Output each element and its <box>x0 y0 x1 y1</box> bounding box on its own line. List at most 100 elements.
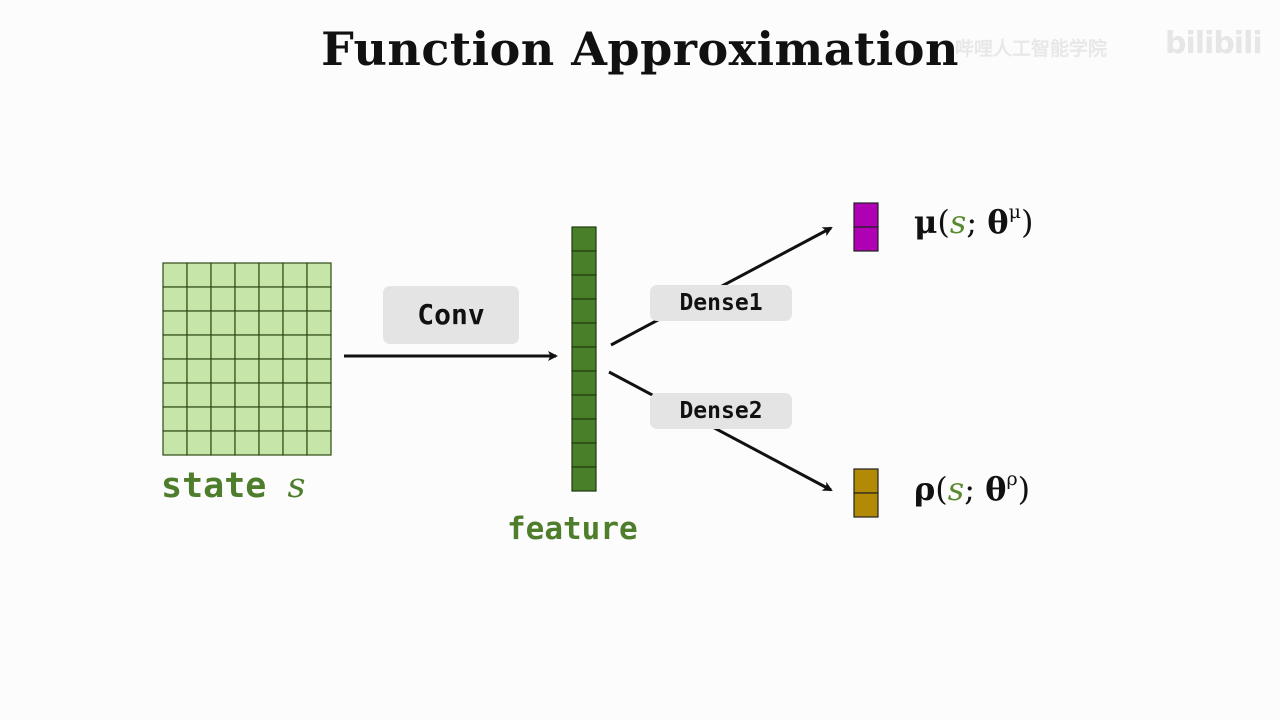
rho-vector-cell <box>853 492 879 518</box>
state-grid-cell <box>162 286 188 312</box>
feature-vector-cell <box>571 298 597 324</box>
mu-vector-cell <box>853 226 879 252</box>
state-grid-cell <box>186 310 212 336</box>
state-grid-cell <box>210 382 236 408</box>
rho-superscript: ρ <box>1006 468 1018 491</box>
state-grid-cell <box>186 334 212 360</box>
feature-label: feature <box>507 511 638 547</box>
state-grid-cell <box>282 310 308 336</box>
state-grid-cell <box>162 262 188 288</box>
state-grid-cell <box>282 430 308 456</box>
state-grid-cell <box>258 406 284 432</box>
state-grid-cell <box>162 406 188 432</box>
state-grid-cell <box>210 262 236 288</box>
state-grid-cell <box>210 430 236 456</box>
conv-layer-label: Conv <box>383 286 519 344</box>
state-grid-cell <box>186 406 212 432</box>
state-grid-cell <box>186 382 212 408</box>
state-grid-cell <box>162 382 188 408</box>
feature-vector-cell <box>571 346 597 372</box>
rho-separator: ; <box>964 470 986 508</box>
state-grid-cell <box>162 334 188 360</box>
state-grid-cell <box>234 310 260 336</box>
feature-vector-cell <box>571 394 597 420</box>
state-grid-cell <box>258 430 284 456</box>
watermark-text: 哔哩人工智能学院 <box>955 38 1108 60</box>
state-grid-cell <box>306 430 332 456</box>
state-grid-cell <box>210 406 236 432</box>
state-grid-cell <box>162 358 188 384</box>
state-grid-cell <box>234 334 260 360</box>
mu-close-paren: ) <box>1020 203 1034 241</box>
bilibili-logo: bilibili <box>1165 26 1263 61</box>
mu-separator: ; <box>966 203 988 241</box>
rho-close-paren: ) <box>1017 470 1031 508</box>
state-grid-cell <box>210 310 236 336</box>
state-variable: s <box>287 466 306 506</box>
state-grid-cell <box>258 262 284 288</box>
state-grid-cell <box>186 430 212 456</box>
state-grid-cell <box>210 286 236 312</box>
state-grid-cell <box>162 310 188 336</box>
state-grid-cell <box>234 430 260 456</box>
mu-vector-cell <box>853 202 879 228</box>
rho-open-paren: ( <box>935 470 948 508</box>
state-grid-cell <box>186 262 212 288</box>
mu-output-vector <box>853 202 879 252</box>
state-grid-cell <box>186 286 212 312</box>
mu-arg: s <box>949 203 967 241</box>
mu-formula: μ(s; θμ) <box>914 201 1034 241</box>
state-grid-cell <box>306 358 332 384</box>
state-grid-cell <box>306 334 332 360</box>
state-grid-cell <box>306 310 332 336</box>
state-grid-cell <box>186 358 212 384</box>
rho-arg: s <box>947 470 965 508</box>
state-grid-cell <box>306 262 332 288</box>
mu-superscript: μ <box>1008 201 1021 224</box>
feature-vector-cell <box>571 274 597 300</box>
mu-symbol: μ <box>914 203 938 241</box>
state-grid-cell <box>282 286 308 312</box>
state-grid-cell <box>306 406 332 432</box>
state-grid-cell <box>234 286 260 312</box>
dense2-arrow <box>608 370 833 492</box>
state-grid-cell <box>282 406 308 432</box>
state-grid-cell <box>234 382 260 408</box>
mu-open-paren: ( <box>937 203 950 241</box>
state-word: state <box>161 466 267 506</box>
rho-theta: θ <box>985 470 1007 508</box>
mu-theta: θ <box>987 203 1009 241</box>
state-grid-cell <box>210 358 236 384</box>
feature-vector-cell <box>571 466 597 492</box>
state-grid-cell <box>162 430 188 456</box>
feature-vector-cell <box>571 322 597 348</box>
rho-symbol: ρ <box>914 470 936 508</box>
state-label: state s <box>161 466 305 506</box>
state-grid-cell <box>258 310 284 336</box>
feature-vector-cell <box>571 226 597 252</box>
state-grid-cell <box>234 406 260 432</box>
page-title: Function Approximation <box>321 22 959 76</box>
feature-vector-cell <box>571 418 597 444</box>
feature-vector-cell <box>571 250 597 276</box>
rho-formula: ρ(s; θρ) <box>914 468 1031 508</box>
state-grid-cell <box>282 358 308 384</box>
rho-output-vector <box>853 468 879 518</box>
state-grid-cell <box>234 262 260 288</box>
state-grid-cell <box>306 286 332 312</box>
state-grid-cell <box>258 358 284 384</box>
rho-vector-cell <box>853 468 879 494</box>
dense2-layer-label: Dense2 <box>650 393 792 429</box>
state-grid-cell <box>306 382 332 408</box>
dense1-layer-label: Dense1 <box>650 285 792 321</box>
state-grid-cell <box>282 382 308 408</box>
feature-vector <box>571 226 597 492</box>
state-grid-cell <box>282 262 308 288</box>
state-grid-cell <box>234 358 260 384</box>
state-grid-cell <box>282 334 308 360</box>
state-grid-cell <box>258 286 284 312</box>
state-grid-cell <box>258 334 284 360</box>
state-grid-cell <box>210 334 236 360</box>
feature-vector-cell <box>571 370 597 396</box>
